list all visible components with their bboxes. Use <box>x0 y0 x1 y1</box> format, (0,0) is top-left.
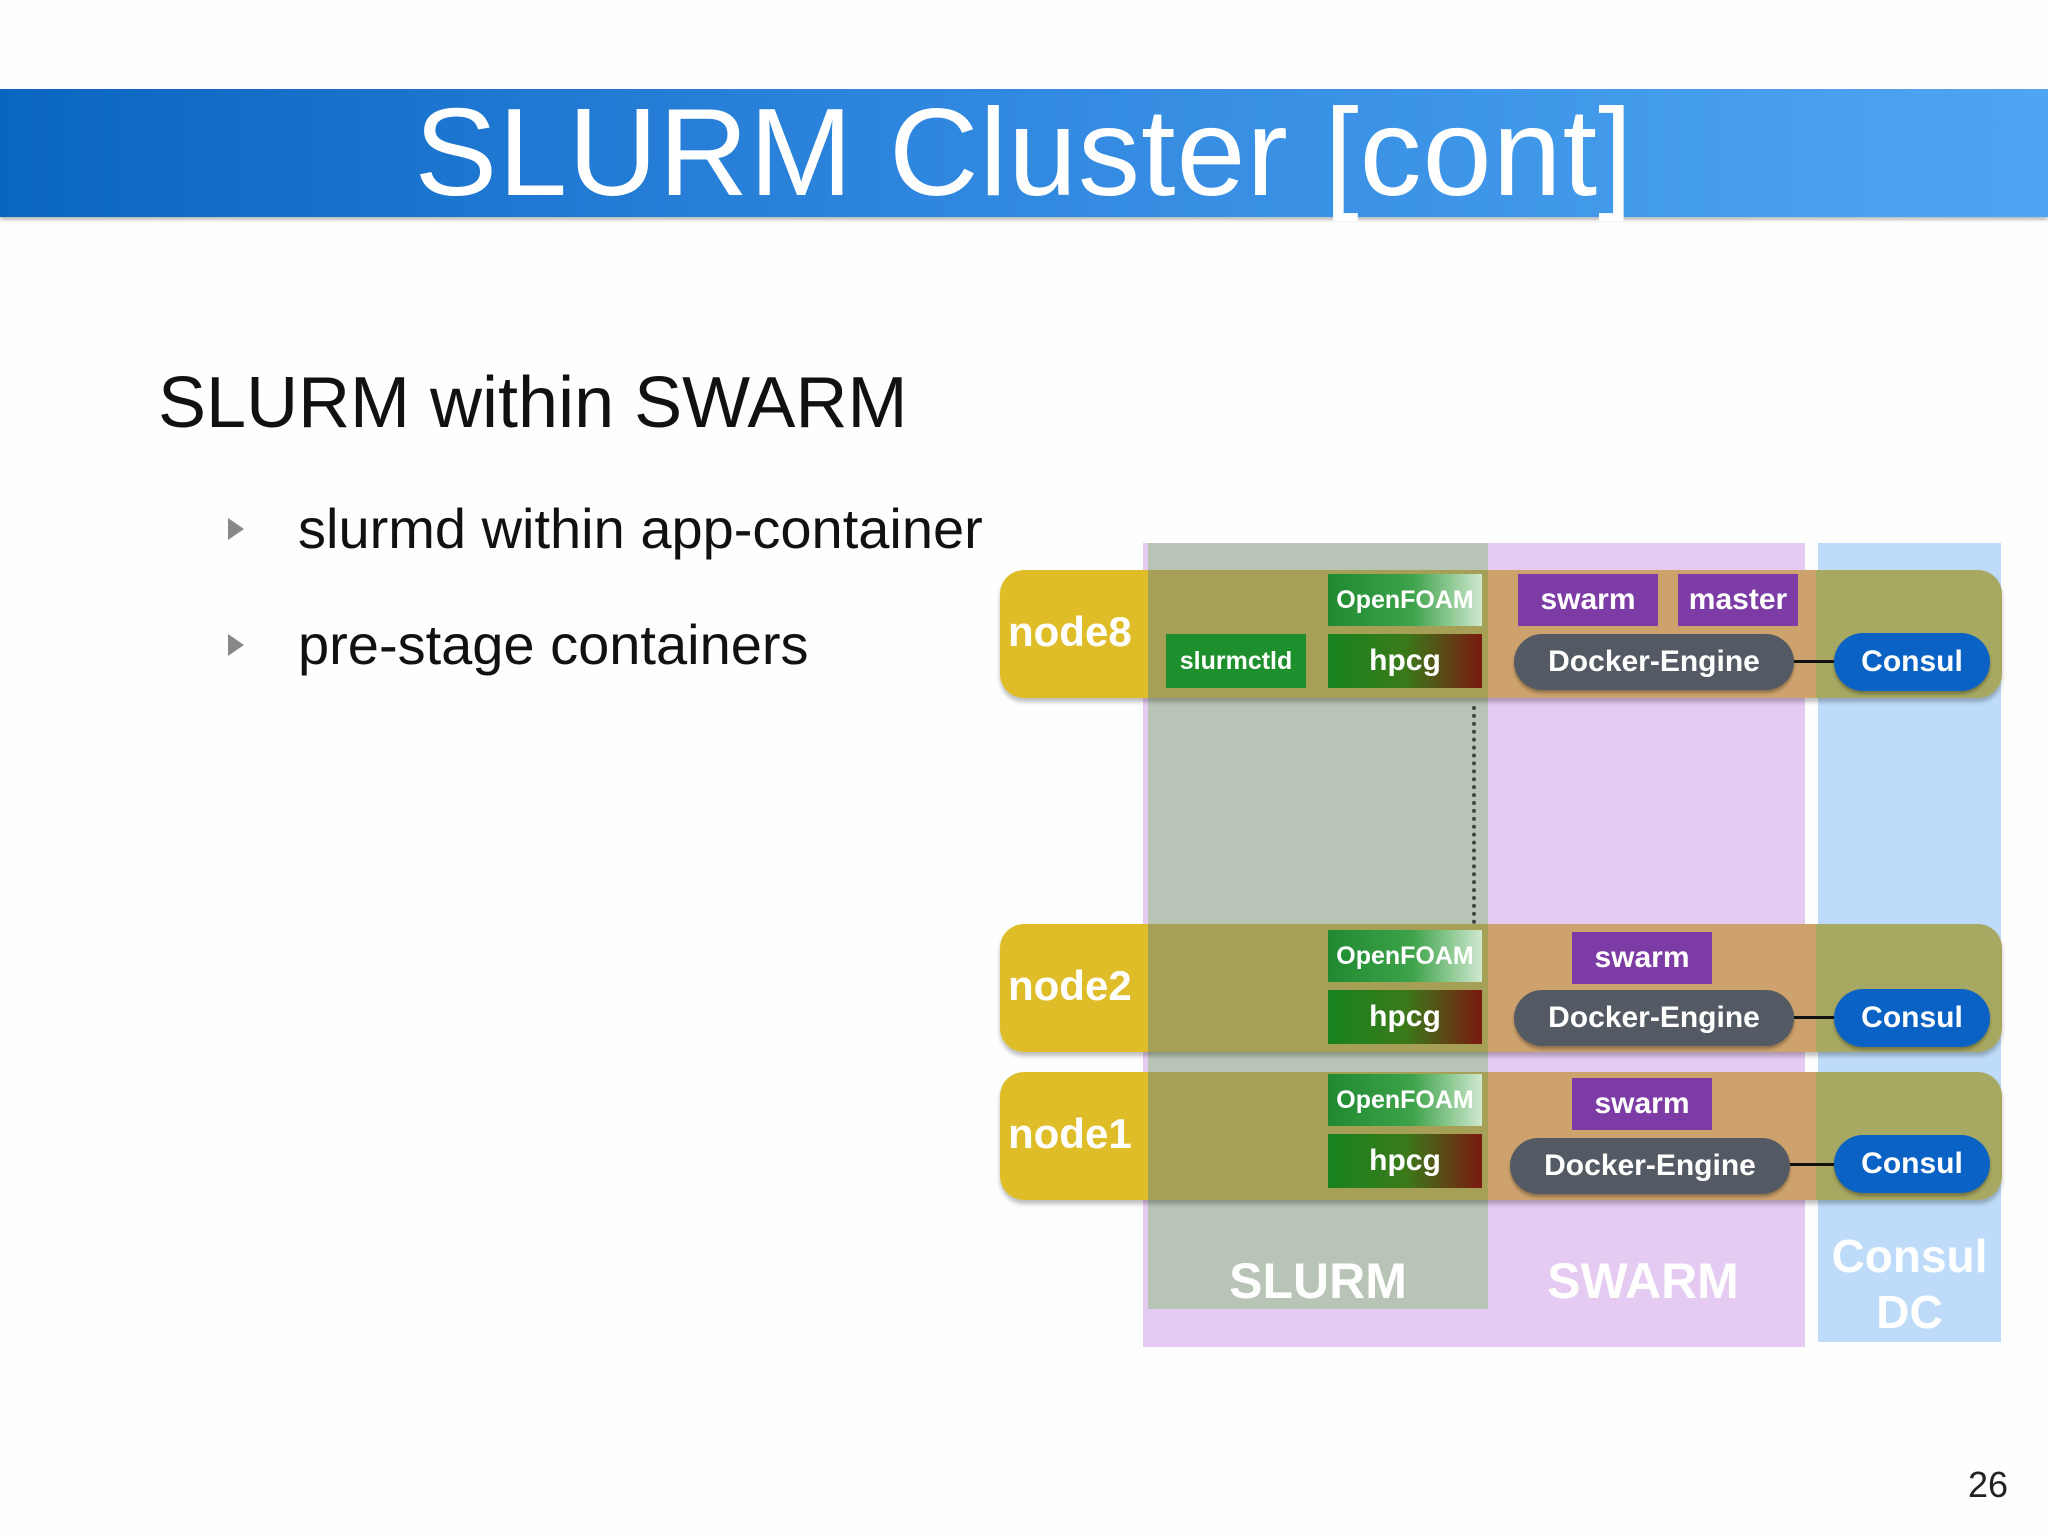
consul-pill: Consul <box>1834 1135 1990 1193</box>
docker-consul-link <box>1794 1016 1836 1019</box>
openfoam-box: OpenFOAM <box>1328 1074 1482 1126</box>
swarm-tag: swarm <box>1572 1078 1712 1130</box>
docker-consul-link <box>1790 1163 1836 1166</box>
node-label-segment <box>1000 1072 1148 1200</box>
node-label-segment <box>1000 924 1148 1052</box>
slide-heading: SLURM within SWARM <box>158 363 908 443</box>
bullet-text: slurmd within app-container <box>298 497 983 560</box>
consul-pill: Consul <box>1834 633 1990 691</box>
node-label-segment <box>1000 570 1148 698</box>
docker-engine-box: Docker-Engine <box>1514 990 1794 1046</box>
consul-dc-label-line2: DC <box>1876 1286 1943 1338</box>
swarm-tag: swarm <box>1572 932 1712 984</box>
slurmctld-box: slurmctld <box>1166 634 1306 688</box>
node-gap-dotted-line <box>1472 706 1476 924</box>
node-name: node2 <box>1008 962 1132 1009</box>
docker-engine-box: Docker-Engine <box>1514 634 1794 690</box>
consul-dc-label-line1: Consul <box>1831 1230 1988 1282</box>
master-tag: master <box>1678 574 1798 626</box>
node-name: node1 <box>1008 1110 1132 1157</box>
title-banner <box>0 89 2048 217</box>
hpcg-box: hpcg <box>1328 990 1482 1044</box>
docker-consul-link <box>1794 660 1836 663</box>
openfoam-box: OpenFOAM <box>1328 930 1482 982</box>
swarm-column-label: SWARM <box>1547 1253 1739 1309</box>
docker-engine-box: Docker-Engine <box>1510 1138 1790 1194</box>
slide-title: SLURM Cluster [cont] <box>414 84 1634 222</box>
slurm-column-label: SLURM <box>1229 1253 1407 1309</box>
hpcg-box: hpcg <box>1328 634 1482 688</box>
page-number: 26 <box>1967 1464 2008 1505</box>
consul-pill: Consul <box>1834 989 1990 1047</box>
bullet-arrow-icon <box>228 634 244 656</box>
bullet-text: pre-stage containers <box>298 613 809 676</box>
consul-dc-column-label: Consul DC <box>1818 1228 2001 1340</box>
openfoam-box: OpenFOAM <box>1328 574 1482 626</box>
hpcg-box: hpcg <box>1328 1134 1482 1188</box>
swarm-tag: swarm <box>1518 574 1658 626</box>
node-name: node8 <box>1008 608 1132 655</box>
bullet-arrow-icon <box>228 518 244 540</box>
